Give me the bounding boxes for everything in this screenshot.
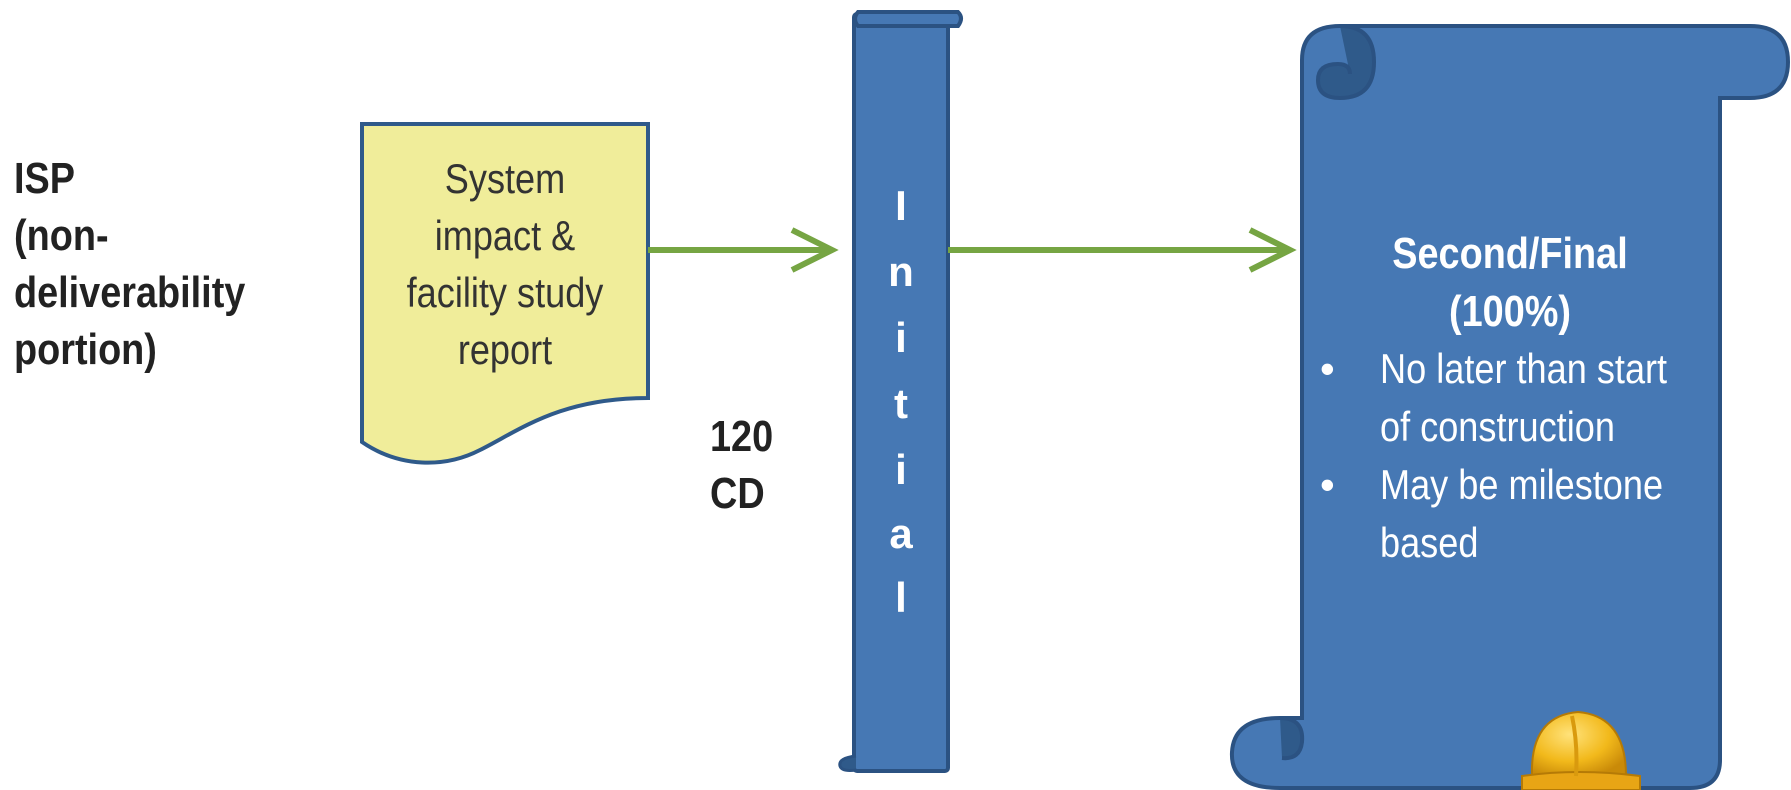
final-title: Second/Final (100%) xyxy=(1360,225,1660,341)
initial-letter: a xyxy=(889,510,913,557)
duration-label-line: 120 xyxy=(710,412,774,461)
document-text: System impact & facility study report xyxy=(378,150,632,378)
final-bullet-text: No later than start of construction xyxy=(1380,345,1668,450)
final-bullet-item: • May be milestone based xyxy=(1320,456,1720,572)
document-shape xyxy=(360,122,650,465)
document-text-line: report xyxy=(457,326,553,373)
duration-label-line: CD xyxy=(710,469,765,518)
initial-letter: i xyxy=(895,314,907,361)
initial-scroll xyxy=(838,10,963,773)
isp-label-line: (non- xyxy=(14,211,109,260)
final-bullet-text: May be milestone based xyxy=(1380,461,1664,566)
hard-hat-icon xyxy=(1521,710,1641,790)
isp-label-line: deliverability xyxy=(14,268,246,317)
final-bullet-item: • No later than start of construction xyxy=(1320,340,1720,456)
initial-letter: t xyxy=(894,380,908,427)
document-text-line: System xyxy=(444,155,566,202)
final-title-line: (100%) xyxy=(1449,287,1571,336)
arrow-initial-to-final xyxy=(948,227,1297,273)
final-title-line: Second/Final xyxy=(1392,229,1628,278)
document-text-line: impact & xyxy=(434,212,576,259)
initial-letter: I xyxy=(895,182,907,229)
isp-label: ISP (non- deliverability portion) xyxy=(14,150,245,378)
arrow-document-to-initial xyxy=(648,227,839,273)
initial-letter: n xyxy=(888,248,914,295)
final-bullet-list: • No later than start of construction • … xyxy=(1320,340,1720,572)
final-scroll xyxy=(1229,24,1791,790)
bullet-icon: • xyxy=(1320,345,1335,392)
isp-label-line: ISP xyxy=(14,154,75,203)
bullet-icon: • xyxy=(1320,461,1335,508)
document-text-line: facility study xyxy=(406,269,604,316)
duration-label: 120 CD xyxy=(710,408,773,522)
initial-letter: l xyxy=(895,574,907,621)
initial-letter: i xyxy=(895,446,907,493)
isp-label-line: portion) xyxy=(14,325,157,374)
